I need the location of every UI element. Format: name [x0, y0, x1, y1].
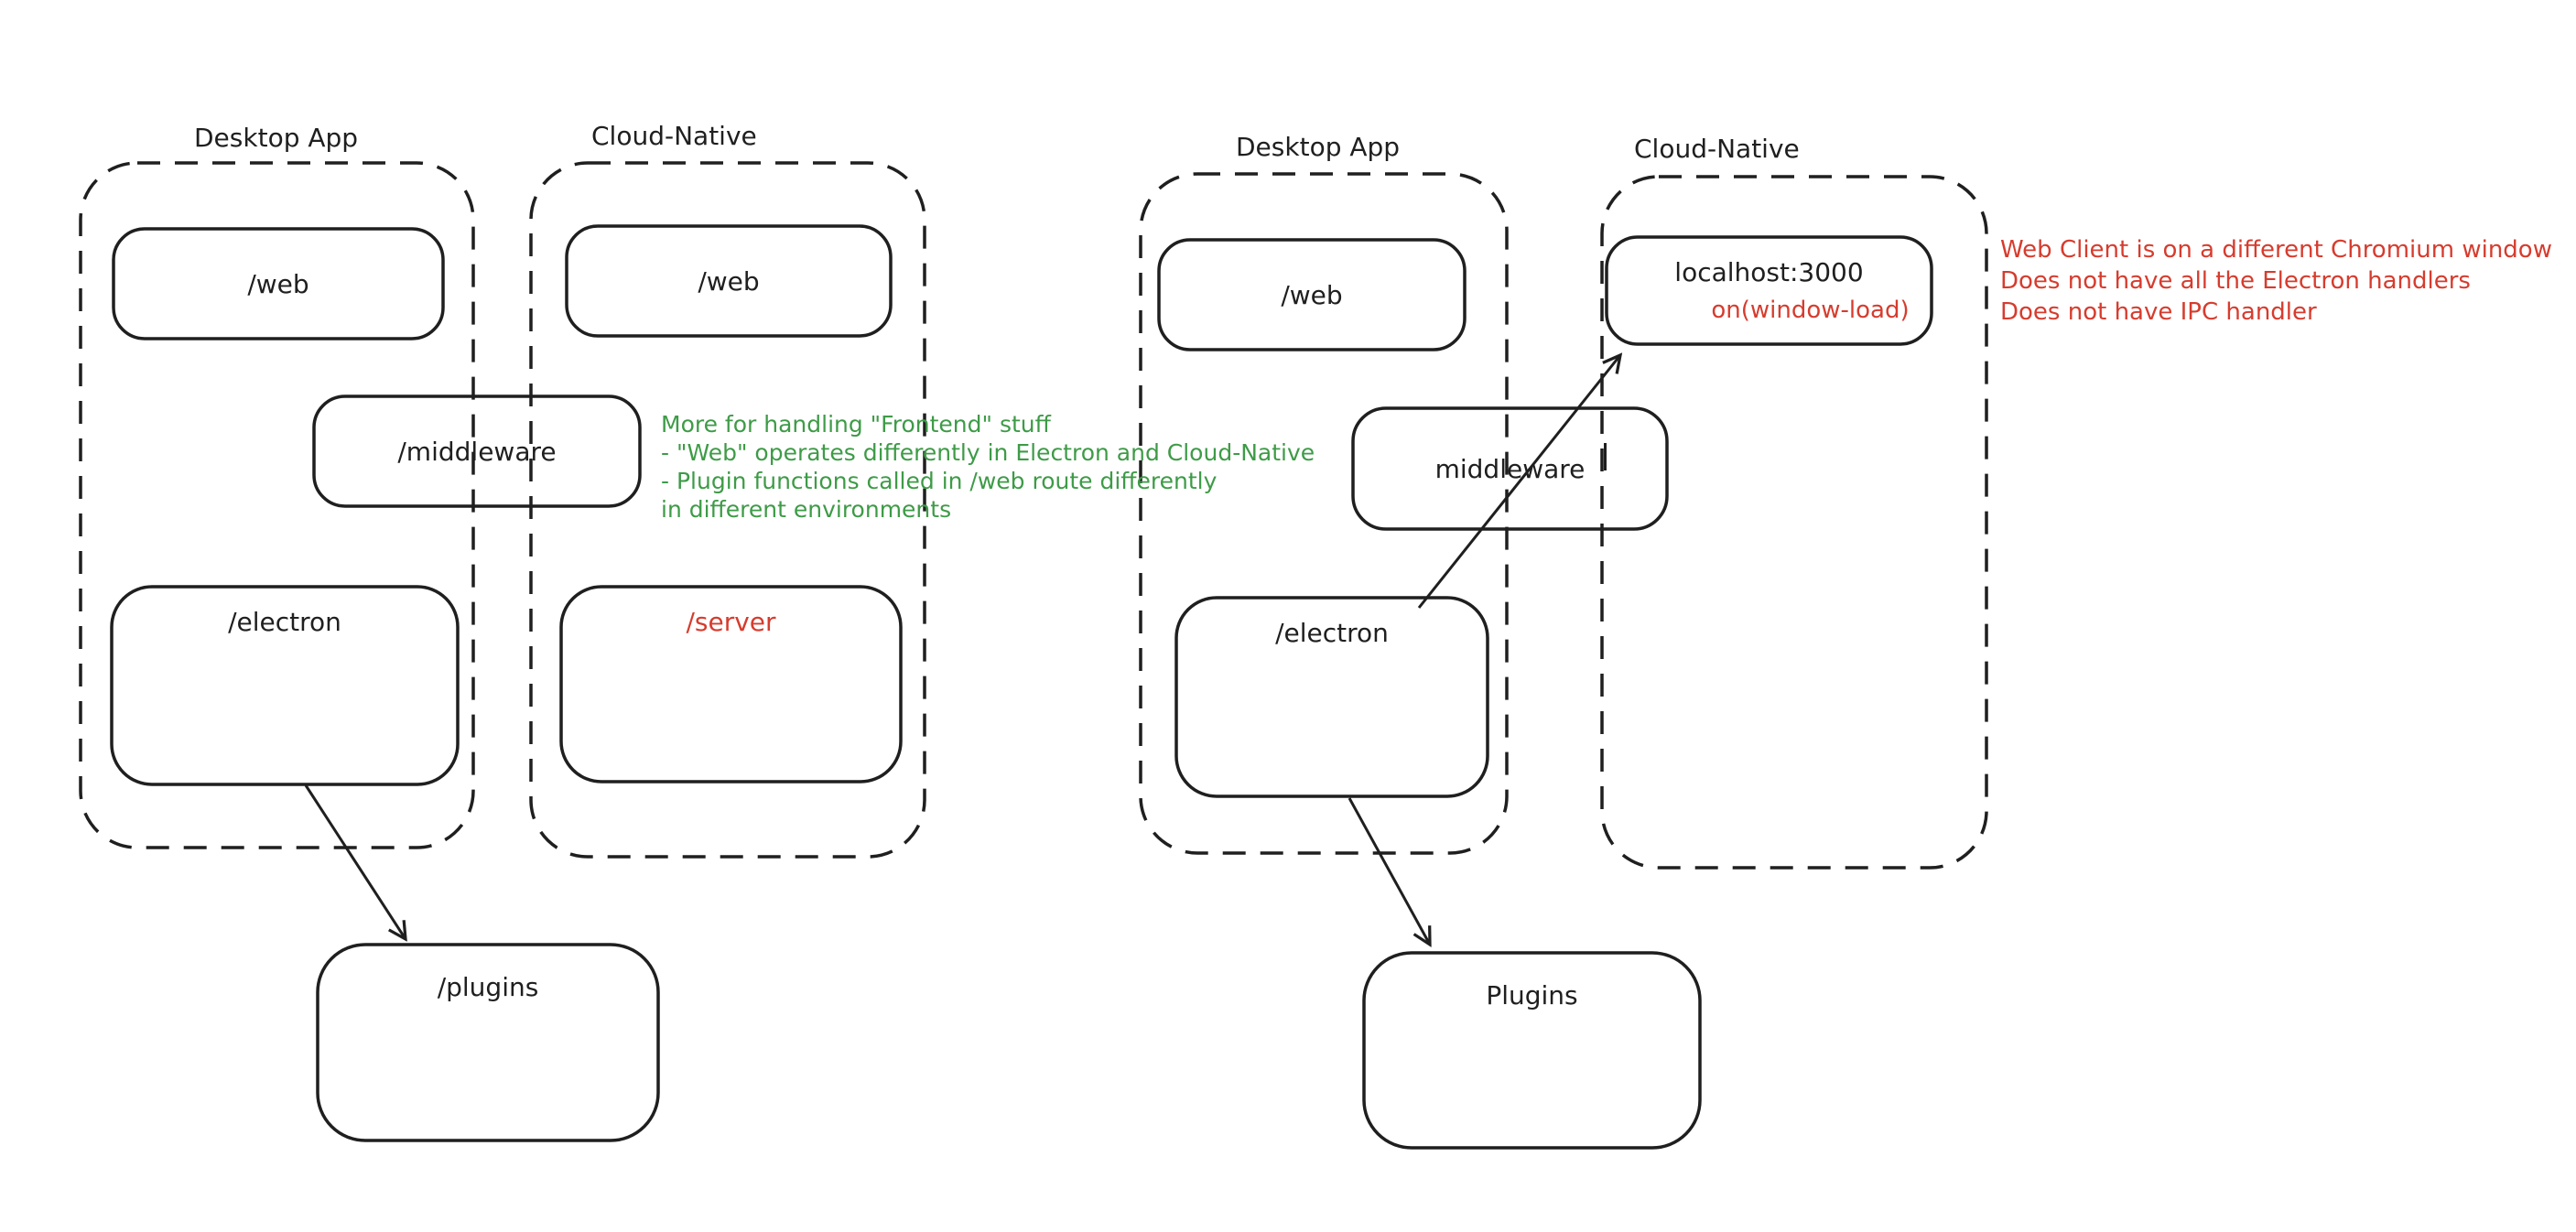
- right-plugins-label: Plugins: [1486, 980, 1578, 1010]
- left-electron-label: /electron: [228, 607, 341, 637]
- red-note-line: Does not have IPC handler: [2000, 298, 2317, 326]
- left-server-box[interactable]: [559, 585, 903, 784]
- left-plugins-box[interactable]: [316, 943, 660, 1142]
- localhost-box[interactable]: [1605, 235, 1933, 346]
- right-electron-box[interactable]: [1174, 596, 1489, 798]
- left-plugins-label: /plugins: [437, 972, 539, 1002]
- right-electron-to-plugins-arrow[interactable]: [1348, 797, 1430, 945]
- right-electron-label: /electron: [1275, 618, 1389, 648]
- right-web-box[interactable]: [1157, 238, 1467, 351]
- right-web-label: /web: [1281, 279, 1343, 310]
- left-desktop-title[interactable]: Desktop App: [194, 123, 359, 153]
- localhost-label: localhost:3000: [1674, 257, 1864, 287]
- green-note[interactable]: More for handling "Frontend" stuff - "We…: [661, 410, 1315, 524]
- right-cloud-title[interactable]: Cloud-Native: [1634, 134, 1800, 164]
- right-electron-to-localhost-arrow[interactable]: [1417, 355, 1620, 609]
- left-cloud-container[interactable]: [529, 161, 926, 859]
- left-electron-to-plugins-arrow[interactable]: [304, 784, 406, 939]
- right-middleware-label: middleware: [1434, 453, 1586, 484]
- right-desktop-container[interactable]: [1139, 172, 1509, 855]
- left-web-box[interactable]: [112, 227, 445, 340]
- green-note-line: More for handling "Frontend" stuff: [661, 411, 1051, 438]
- green-note-line: - Plugin functions called in /web route …: [661, 468, 1218, 494]
- right-middleware-box[interactable]: [1351, 406, 1669, 531]
- right-plugins-box[interactable]: [1362, 951, 1702, 1150]
- localhost-label-group: localhost:3000 on(window-load): [1607, 237, 1932, 344]
- on-window-load-label: on(window-load): [1711, 297, 1910, 324]
- left-web-label: /web: [247, 268, 309, 299]
- right-cloud-container[interactable]: [1600, 175, 1988, 870]
- red-note-line: Does not have all the Electron handlers: [2000, 267, 2471, 295]
- green-note-line: - "Web" operates differently in Electron…: [661, 439, 1315, 466]
- red-note-line: Web Client is on a different Chromium wi…: [2000, 236, 2552, 264]
- red-note[interactable]: Web Client is on a different Chromium wi…: [2000, 234, 2552, 328]
- left-electron-box[interactable]: [110, 585, 460, 786]
- green-note-line: in different environments: [661, 496, 952, 523]
- right-desktop-title[interactable]: Desktop App: [1236, 132, 1401, 162]
- left-cloud-web-box[interactable]: [565, 224, 893, 338]
- left-server-label: /server: [686, 607, 776, 637]
- left-cloud-title[interactable]: Cloud-Native: [591, 121, 757, 151]
- left-middleware-box[interactable]: [312, 394, 642, 508]
- left-cloud-web-label: /web: [698, 265, 760, 297]
- middleware-text-caret: [1604, 443, 1607, 470]
- left-middleware-label: /middleware: [397, 436, 557, 467]
